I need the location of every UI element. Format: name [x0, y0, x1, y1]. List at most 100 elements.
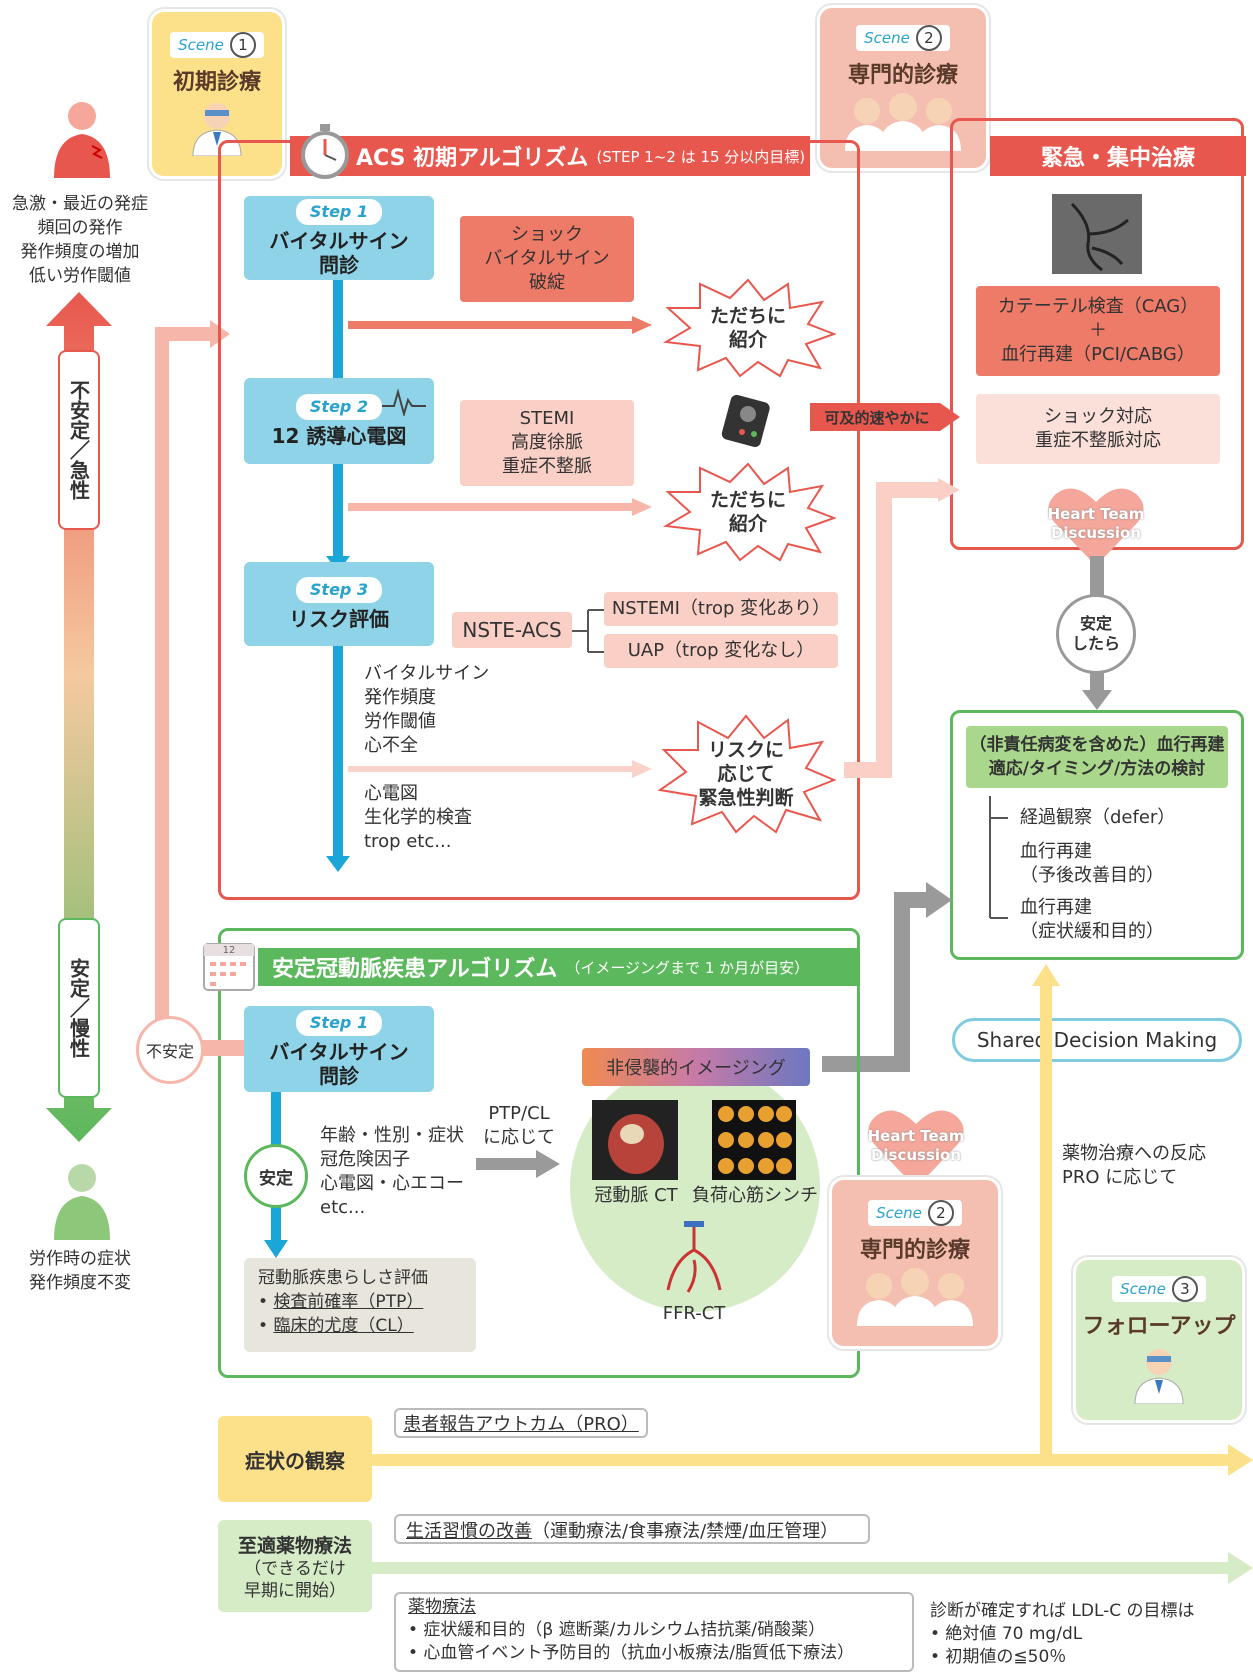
lifestyle-underlined: 生活習慣の改善	[406, 1521, 532, 1542]
acs-step1-tag: Step 1	[295, 199, 383, 225]
unstable-connector	[196, 1040, 246, 1056]
stemi-box: STEMI 高度徐脈 重症不整脈	[460, 400, 634, 486]
symptom-arrow	[370, 1444, 1253, 1476]
shock-box: ショック バイタルサイン 破綻	[460, 216, 634, 302]
meds-title: 至適薬物療法	[237, 1534, 352, 1557]
revasc-tree	[986, 796, 1010, 922]
stable-subtitle: （イメージングまで 1 か月が目安）	[565, 958, 810, 977]
pro-box: 患者報告アウトカム（PRO）	[394, 1408, 648, 1438]
ldl-text: 診断が確定すれば LDL-C の目標は • 絶対値 70 mg/dL • 初期値…	[930, 1601, 1195, 1667]
revasc-header: （非責任病変を含めた）血行再建 適応/タイミング/方法の検討	[966, 726, 1228, 788]
acute-patient-icon	[48, 98, 116, 178]
acs-step3-tag: Step 3	[295, 577, 383, 603]
ptp-cl-text: PTP/CL に応じて	[483, 1103, 555, 1148]
followup-response: 薬物治療への反応 PRO に応じて	[1062, 1143, 1206, 1188]
coronary-ct-image	[592, 1100, 678, 1180]
lifestyle-rest: （運動療法/食事療法/禁煙/血圧管理）	[532, 1521, 839, 1542]
scene-2b-title: 専門的診療	[859, 1238, 970, 1263]
ptp-cl-arrow	[476, 1150, 560, 1178]
refer-text-1: ただちに 紹介	[709, 305, 786, 351]
stable-step1: Step 1 バイタルサイン 問診	[244, 1006, 434, 1092]
acs-step3: Step 3 リスク評価	[244, 562, 434, 646]
shock-response-box: ショック対応 重症不整脈対応	[976, 394, 1220, 464]
scene-1-number: 1	[229, 32, 256, 58]
assess-item-1: • 検査前確率（PTP）	[258, 1292, 424, 1312]
acs-step2-tag: Step 2	[295, 394, 383, 420]
assess-item-2-text: 臨床的尤度（CL）	[273, 1316, 414, 1336]
acs-subtitle: (STEP 1~2 は 15 分以内目標)	[596, 147, 806, 166]
ffr-ct-label: FFR-CT	[662, 1303, 726, 1324]
drug-box: 薬物療法 • 症状緩和目的（β 遮断薬/カルシウム拮抗薬/硝酸薬） • 心血管イ…	[394, 1592, 914, 1672]
acute-symptoms: 急激・最近の発症 頻回の発作 発作頻度の増加 低い労作閾値	[12, 194, 148, 286]
uap-box: UAP（trop 変化なし）	[604, 634, 838, 668]
drug-title: 薬物療法	[408, 1597, 476, 1617]
lifestyle-box: 生活習慣の改善（運動療法/食事療法/禁煙/血圧管理）	[394, 1514, 870, 1544]
drug-item-2: • 心血管イベント予防目的（抗血小板療法/脂質低下療法）	[408, 1643, 855, 1663]
scene-2-title: 専門的診療	[847, 63, 958, 88]
cag-box: カテーテル検査（CAG） ＋ 血行再建（PCI/CABG）	[976, 286, 1220, 376]
emergency-title: 緊急・集中治療	[1040, 146, 1195, 171]
risk-judge-text: リスクに 応じて 緊急性判断	[698, 739, 794, 809]
scene-3-tag: Scene 3	[1112, 1276, 1206, 1302]
acute-label: 不安定／急性	[58, 350, 100, 530]
stable-step1-label: バイタルサイン 問診	[269, 1040, 409, 1088]
meds-box: 至適薬物療法 （できるだけ 早期に開始）	[218, 1520, 372, 1612]
calendar-number: 12	[222, 944, 236, 956]
acs-step2-label: 12 誘導心電図	[271, 424, 407, 448]
refer-starburst-1	[660, 278, 837, 378]
acs-step2: Step 2 12 誘導心電図	[244, 378, 434, 464]
asap-arrow: 可及的速やかに	[810, 400, 960, 434]
followup-up-arrow	[1032, 964, 1060, 1454]
scene-1-card: Scene 1 初期診療	[152, 12, 282, 176]
spect-label: 負荷心筋シンチ	[692, 1185, 818, 1206]
refer-arrow-2	[348, 498, 652, 516]
heart-team-heart-2	[866, 1102, 966, 1192]
meds-sub: （できるだけ 早期に開始）	[244, 1558, 346, 1601]
acs-title-bar: ACS 初期アルゴリズム(STEP 1~2 は 15 分以内目標)	[290, 136, 810, 176]
stable-step1-tag: Step 1	[295, 1010, 383, 1036]
heart-team-text-2: Heart Team Discussion	[867, 1127, 965, 1164]
acuity-gradient-arrow	[46, 292, 112, 1142]
acs-step1-label: バイタルサイン 問診	[269, 229, 409, 277]
acs-step3-label: リスク評価	[289, 607, 389, 631]
ffr-ct-image	[654, 1220, 734, 1296]
risk-to-emergency-arrow	[844, 478, 964, 778]
assess-box: 冠動脈疾患らしさ評価 • 検査前確率（PTP） • 臨床的尤度（CL）	[244, 1258, 476, 1352]
angiogram-image	[1052, 194, 1142, 274]
scene-3-number: 3	[1171, 1276, 1198, 1302]
stable-factors: 年齢・性別・症状 冠危険因子 心電図・心エコー etc...	[320, 1125, 464, 1218]
heart-team-text-1: Heart Team Discussion	[1047, 505, 1145, 542]
nste-branch	[572, 608, 606, 654]
assess-item-1-text: 検査前確率（PTP）	[273, 1292, 424, 1312]
scene-2b-number: 2	[927, 1200, 954, 1226]
assess-title: 冠動脈疾患らしさ評価	[258, 1268, 428, 1288]
refer-text-2: ただちに 紹介	[709, 489, 786, 535]
acs-step1: Step 1 バイタルサイン 問診	[244, 196, 434, 280]
risk-arrow	[348, 760, 652, 778]
scene-2-tag-label: Scene	[864, 29, 910, 47]
coronary-ct-label: 冠動脈 CT	[594, 1185, 678, 1206]
symptom-box: 症状の観察	[218, 1416, 372, 1502]
revasc-item-1: 経過観察（defer）	[1020, 807, 1176, 828]
assess-item-2: • 臨床的尤度（CL）	[258, 1316, 414, 1336]
ecg-icon	[382, 386, 426, 418]
refer-starburst-2	[660, 462, 837, 562]
revasc-item-2: 血行再建 （予後改善目的）	[1020, 841, 1164, 886]
scene-1-title: 初期診療	[172, 70, 261, 95]
revasc-item-3: 血行再建 （症状緩和目的）	[1020, 897, 1164, 942]
stable-frame	[218, 928, 860, 1378]
scene-1-tag-label: Scene	[178, 36, 224, 54]
acute-label-text: 不安定／急性	[66, 380, 91, 500]
doctor-icon	[192, 103, 242, 156]
chronic-label: 安定／慢性	[58, 918, 100, 1098]
ecg-device-icon	[716, 392, 776, 448]
calendar-icon	[202, 940, 256, 992]
unstable-circle: 不安定	[136, 1016, 204, 1084]
stable-circle-2: 安定	[244, 1144, 308, 1208]
spect-image	[712, 1100, 796, 1180]
scene-3-tag-label: Scene	[1120, 1280, 1166, 1298]
scene-2-number: 2	[915, 25, 942, 51]
revasc-frame	[950, 710, 1244, 960]
